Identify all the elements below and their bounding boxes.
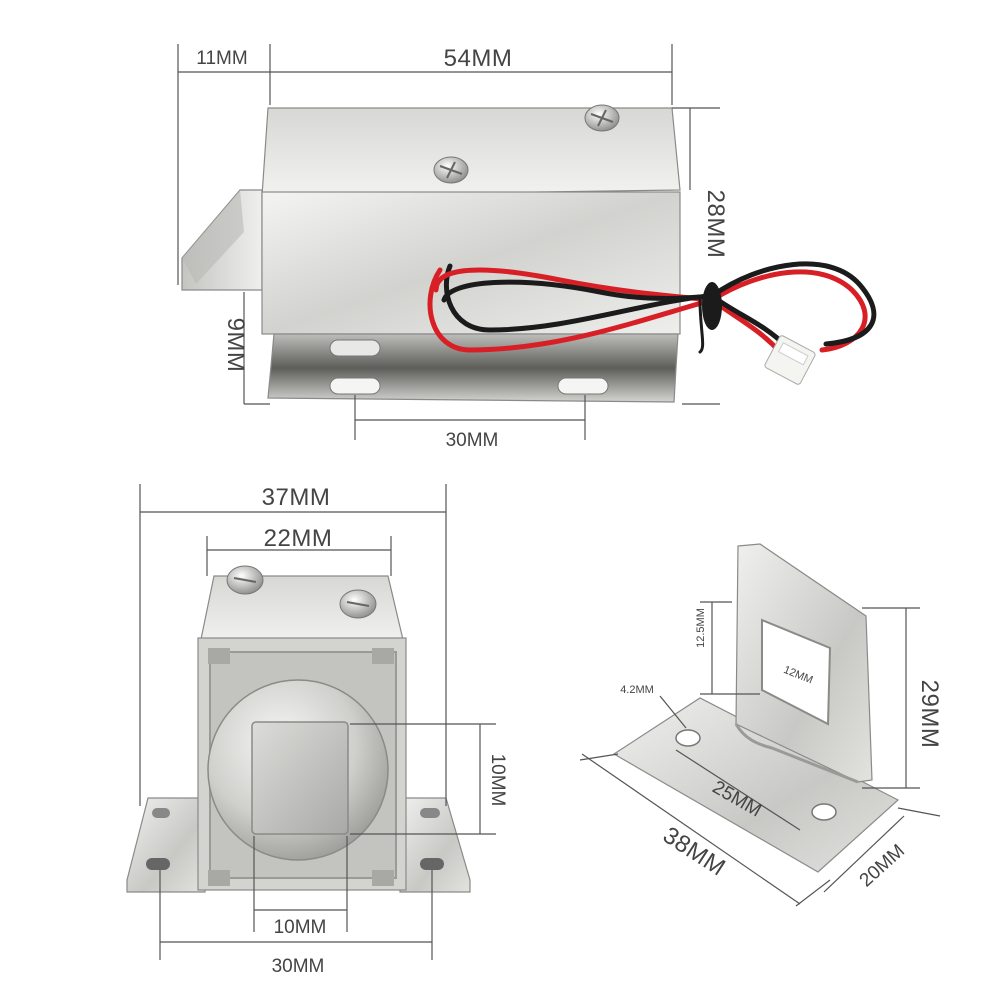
label-window-height: 12.5MM	[695, 608, 707, 648]
lock-body-front	[261, 191, 681, 335]
strike-dimension-lines	[579, 601, 941, 907]
label-body-height: 28MM	[702, 190, 729, 259]
slot-hole	[329, 339, 381, 357]
lock-body-top	[261, 107, 681, 197]
mount-hole	[675, 729, 701, 747]
screw	[226, 565, 264, 595]
label-front-hole-spacing: 30MM	[272, 956, 325, 977]
screw	[433, 156, 469, 184]
label-hole-diameter: 4.2MM	[620, 684, 654, 696]
top-dimension-lines	[177, 44, 720, 440]
slot-hole	[146, 858, 170, 870]
corner-tab	[208, 648, 230, 664]
slot-hole	[420, 858, 444, 870]
slot-hole	[329, 377, 381, 395]
label-total-width: 37MM	[262, 484, 331, 511]
corner-tab	[372, 648, 394, 664]
strike-window	[761, 618, 832, 726]
corner-tab	[372, 870, 394, 886]
strike-plate	[612, 543, 900, 873]
slot-hole	[152, 808, 170, 818]
slot-hole	[557, 377, 609, 395]
corner-tab	[208, 870, 230, 886]
wire-connector	[764, 335, 816, 385]
label-hole-spacing: 30MM	[446, 430, 499, 451]
lock-front-view	[126, 565, 471, 893]
label-bolt-length: 11MM	[196, 48, 247, 69]
mounting-flange-left	[126, 797, 206, 893]
label-bolt-width: 10MM	[274, 917, 327, 938]
slot-hole	[420, 808, 440, 818]
label-bolt-height: 10MM	[487, 754, 508, 807]
mounting-base	[267, 333, 679, 403]
screw	[584, 104, 620, 132]
label-base-width: 20MM	[856, 840, 909, 891]
latch-bolt-face	[182, 190, 244, 284]
wire-harness	[427, 261, 877, 355]
label-plate-height: 29MM	[916, 680, 943, 749]
mount-hole	[811, 803, 837, 821]
label-base-height: 9MM	[222, 318, 249, 373]
lock-side-view	[181, 104, 877, 403]
latch-bolt-end	[251, 721, 349, 835]
screw	[339, 589, 377, 619]
front-dimension-lines	[139, 484, 496, 960]
label-body-width: 22MM	[264, 525, 333, 552]
label-body-length: 54MM	[444, 45, 513, 72]
